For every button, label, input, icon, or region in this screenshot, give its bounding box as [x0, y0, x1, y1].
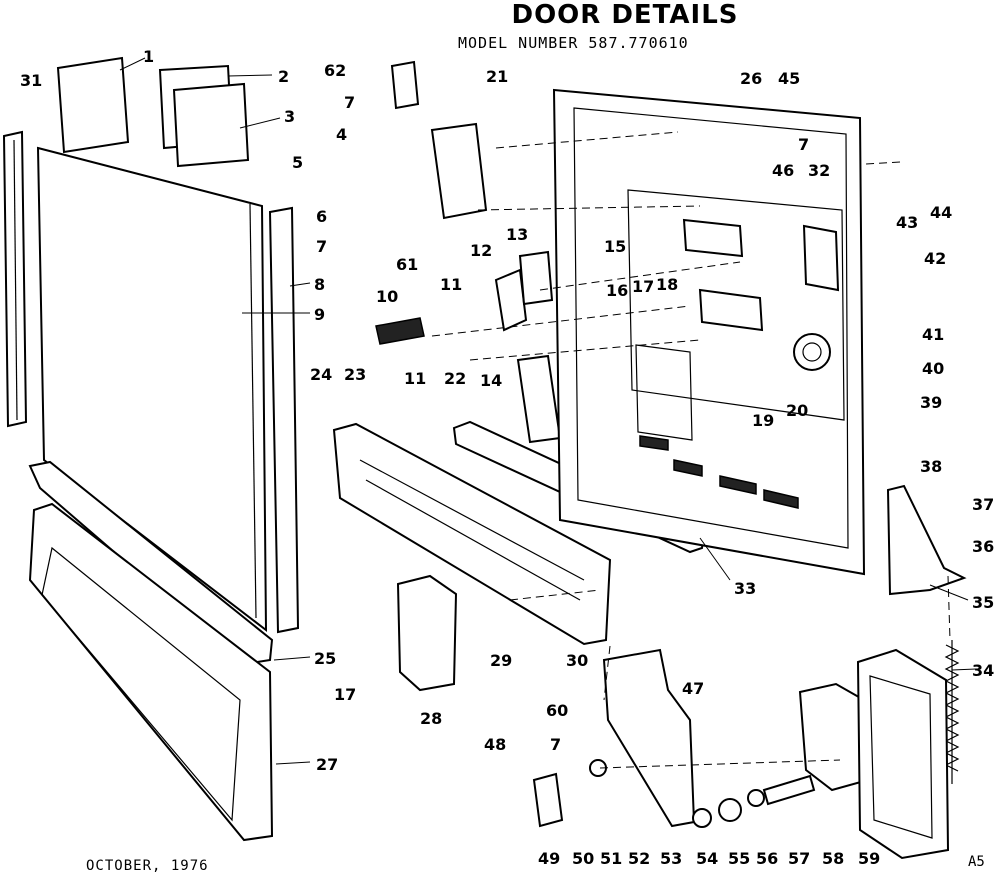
callout-59: 59	[858, 849, 880, 868]
callout-38: 38	[920, 457, 942, 476]
callout-3: 3	[284, 107, 295, 126]
part-inner-door-liner	[552, 88, 866, 576]
callout-45: 45	[778, 69, 800, 88]
part-right-hinge-bracket	[886, 484, 967, 596]
part-control-panel	[332, 422, 612, 646]
callout-40: 40	[922, 359, 944, 378]
callout-23: 23	[344, 365, 366, 384]
part-door-trim-strip	[2, 130, 28, 428]
part-bottom-rail	[28, 460, 274, 666]
callout-17b: 17	[334, 685, 356, 704]
callout-9: 9	[314, 305, 325, 324]
part-insulation-sheets	[56, 56, 250, 168]
callout-60: 60	[546, 701, 568, 720]
part-handle-knob	[375, 317, 425, 345]
part-door-spring	[944, 640, 960, 784]
part-pivot-shaft	[762, 774, 816, 806]
callout-57: 57	[788, 849, 810, 868]
callout-29: 29	[490, 651, 512, 670]
part-hinge-block	[602, 648, 696, 828]
part-side-trim	[268, 206, 300, 634]
callout-22: 22	[444, 369, 466, 388]
callout-31: 31	[20, 71, 42, 90]
page-title: DOOR DETAILS	[511, 0, 739, 30]
callout-43: 43	[896, 213, 918, 232]
part-hinge-assembly	[390, 60, 488, 220]
callout-58: 58	[822, 849, 844, 868]
callout-2: 2	[278, 67, 289, 86]
callout-56: 56	[756, 849, 778, 868]
callout-14: 14	[480, 371, 502, 390]
callout-25: 25	[314, 649, 336, 668]
callout-52: 52	[628, 849, 650, 868]
callout-55: 55	[728, 849, 750, 868]
callout-10: 10	[376, 287, 398, 306]
callout-37: 37	[972, 495, 994, 514]
callout-11b: 11	[404, 369, 426, 388]
callout-54: 54	[696, 849, 718, 868]
part-console-cover	[396, 574, 458, 692]
callout-35: 35	[972, 593, 994, 612]
part-kick-plate	[28, 502, 274, 842]
callout-12: 12	[470, 241, 492, 260]
callout-16: 16	[606, 281, 628, 300]
callout-24: 24	[310, 365, 332, 384]
part-latch-arm	[494, 250, 554, 332]
callout-49: 49	[538, 849, 560, 868]
callout-30: 30	[566, 651, 588, 670]
callout-47: 47	[682, 679, 704, 698]
callout-32: 32	[808, 161, 830, 180]
callout-41: 41	[922, 325, 944, 344]
callout-48: 48	[484, 735, 506, 754]
part-outer-door-panel	[36, 146, 268, 633]
callout-1: 1	[143, 47, 154, 66]
callout-36: 36	[972, 537, 994, 556]
callout-19: 19	[752, 411, 774, 430]
callout-44: 44	[930, 203, 952, 222]
part-washers	[589, 759, 765, 828]
assembly-lines	[431, 131, 951, 769]
callout-20: 20	[786, 401, 808, 420]
callout-8: 8	[314, 275, 325, 294]
callout-7c: 7	[798, 135, 809, 154]
part-pivot-bracket	[532, 772, 564, 828]
callout-21: 21	[486, 67, 508, 86]
page-code: A5	[968, 854, 985, 870]
callout-6: 6	[316, 207, 327, 226]
callout-labels: 1 2 3 62 21 7 4 5 6 7 61 12 13 26 45 7 4…	[20, 47, 994, 868]
callout-13: 13	[506, 225, 528, 244]
callout-50: 50	[572, 849, 594, 868]
callout-7b: 7	[316, 237, 327, 256]
callout-26: 26	[740, 69, 762, 88]
callout-11: 11	[440, 275, 462, 294]
callout-53: 53	[660, 849, 682, 868]
callout-34: 34	[972, 661, 994, 680]
callout-15: 15	[604, 237, 626, 256]
callout-27: 27	[316, 755, 338, 774]
callout-33: 33	[734, 579, 756, 598]
callout-18: 18	[656, 275, 678, 294]
callout-7d: 7	[550, 735, 561, 754]
callout-51: 51	[600, 849, 622, 868]
callout-17: 17	[632, 277, 654, 296]
callout-7: 7	[344, 93, 355, 112]
leader-lines	[119, 57, 977, 765]
callout-62: 62	[324, 61, 346, 80]
footer-date: OCTOBER, 1976	[86, 858, 209, 874]
part-hinge-housing	[856, 648, 950, 860]
callout-61: 61	[396, 255, 418, 274]
callout-5: 5	[292, 153, 303, 172]
callout-39: 39	[920, 393, 942, 412]
callout-42: 42	[924, 249, 946, 268]
callout-4: 4	[336, 125, 347, 144]
callout-28: 28	[420, 709, 442, 728]
part-switch-bracket	[516, 354, 562, 444]
callout-46: 46	[772, 161, 794, 180]
model-number: MODEL NUMBER 587.770610	[458, 34, 689, 52]
